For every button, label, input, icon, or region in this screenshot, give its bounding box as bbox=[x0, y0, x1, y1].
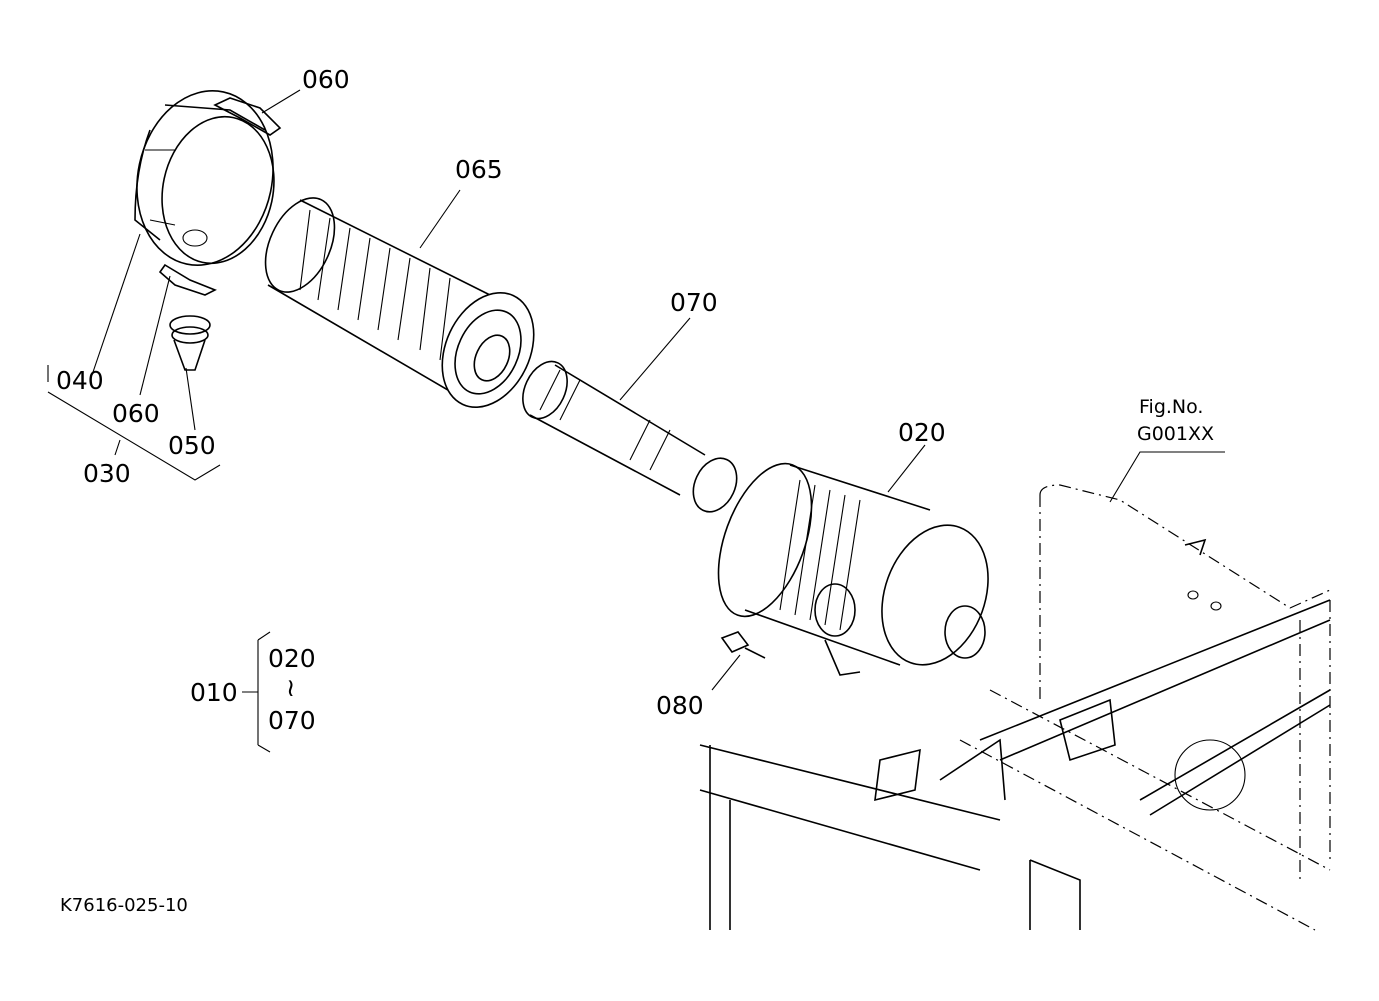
leader-lines bbox=[47, 89, 1225, 753]
range-separator: ≀ bbox=[286, 673, 296, 702]
callout-050: 050 bbox=[168, 431, 216, 460]
part-080-bolt bbox=[720, 631, 766, 659]
callout-080: 080 bbox=[656, 691, 704, 720]
figure-number: G001XX bbox=[1137, 423, 1215, 445]
part-060-clip-top bbox=[213, 97, 282, 136]
callout-010: 010 bbox=[190, 678, 238, 707]
machine-frame bbox=[699, 484, 1331, 931]
part-060-clip-low bbox=[158, 263, 217, 296]
callout-070: 070 bbox=[670, 288, 718, 317]
part-065-filter-element bbox=[264, 197, 535, 409]
callout-020: 020 bbox=[898, 418, 946, 447]
drawing-code: K7616-025-10 bbox=[60, 895, 188, 916]
figure-label: Fig.No. bbox=[1139, 396, 1204, 418]
callout-065: 065 bbox=[455, 155, 503, 184]
part-040-cover bbox=[134, 90, 275, 266]
callout-030: 030 bbox=[83, 459, 131, 488]
range-from: 020 bbox=[268, 644, 316, 673]
part-020-body bbox=[717, 462, 989, 676]
callout-060-top: 060 bbox=[302, 65, 350, 94]
part-050-valve bbox=[169, 315, 211, 371]
range-to: 070 bbox=[268, 706, 316, 735]
callout-060-low: 060 bbox=[112, 399, 160, 428]
part-070-inner-element bbox=[522, 360, 738, 513]
callout-040: 040 bbox=[56, 366, 104, 395]
